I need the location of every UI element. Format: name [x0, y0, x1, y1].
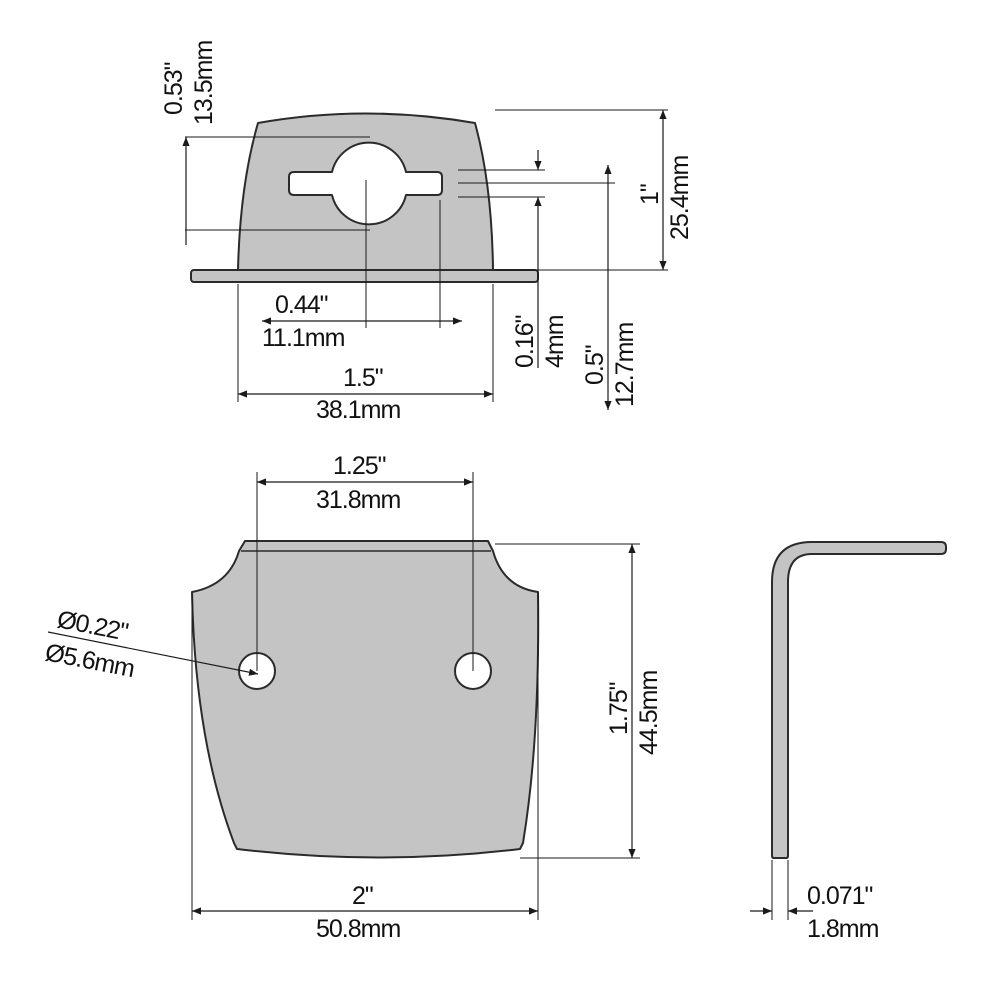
- hole-spacing-in-label: 1.25": [333, 452, 386, 480]
- hole-spacing-mm-label: 31.8mm: [316, 486, 400, 514]
- side-view: 0.071" 1.8mm: [750, 541, 947, 943]
- slot-height-mm-label: 4mm: [541, 315, 569, 368]
- slot-width-in-label: 0.44": [275, 291, 328, 319]
- front-width-mm-label: 38.1mm: [316, 396, 400, 424]
- plan-width-mm-label: 50.8mm: [316, 915, 400, 943]
- plan-plate: [191, 540, 540, 859]
- plan-length-mm-label: 44.5mm: [635, 671, 663, 755]
- front-height-in-label: 1": [636, 184, 664, 205]
- plan-view: 1.25" 31.8mm Ø0.22" Ø5.6mm 1.75" 44.5mm …: [43, 452, 663, 943]
- slot-offset-in-label: 0.53": [160, 62, 188, 115]
- front-flange: [190, 269, 539, 283]
- side-profile: [771, 541, 947, 859]
- plan-width-in-label: 2": [352, 882, 373, 910]
- flange-height-in-label: 0.5": [581, 345, 609, 385]
- front-view: 0.53" 13.5mm 1" 25.4mm 0.44" 11.1mm 0.16…: [160, 41, 694, 424]
- slot-width-mm-label: 11.1mm: [262, 324, 345, 352]
- thickness-in-label: 0.071": [807, 882, 873, 910]
- front-plate: [237, 112, 494, 271]
- slot-height-in-label: 0.16": [511, 315, 539, 368]
- thickness-mm-label: 1.8mm: [807, 915, 879, 943]
- slot-offset-mm-label: 13.5mm: [190, 41, 218, 125]
- flange-height-mm-label: 12.7mm: [611, 323, 639, 407]
- front-width-in-label: 1.5": [343, 364, 383, 392]
- front-height-mm-label: 25.4mm: [666, 156, 694, 240]
- plan-length-in-label: 1.75": [605, 682, 633, 735]
